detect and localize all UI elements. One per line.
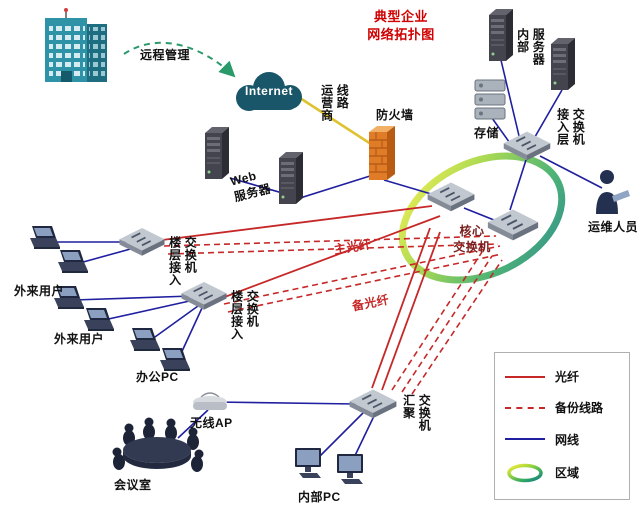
legend-item-zone: 区域	[505, 462, 619, 484]
headquarters-building-icon	[44, 8, 108, 83]
legend-label: 网线	[555, 432, 580, 447]
office-pc-laptop-icon	[130, 328, 160, 351]
ops-staff-icon	[596, 170, 630, 214]
zone-ring	[398, 152, 566, 284]
external-users-label: 外来用户	[54, 332, 105, 346]
external-user-laptop-icon	[58, 250, 88, 273]
network-cable-lines	[50, 55, 603, 467]
wireless-ap-label: 无线AP	[190, 416, 233, 430]
external-user-laptop-icon	[84, 308, 114, 331]
internal-server-icon	[489, 9, 513, 61]
aggregation-switch-icon	[348, 388, 398, 420]
remote-management-label: 远程管理	[140, 48, 191, 62]
fiber-line-sample	[505, 375, 545, 378]
access-layer-switch-label: 接入层 交换机	[555, 108, 586, 146]
web-server-icon	[205, 127, 229, 179]
legend-label: 备份线路	[555, 401, 604, 416]
office-pc-label: 办公PC	[136, 370, 179, 384]
floor-access-switch-label: 楼层接入 交换机	[167, 236, 198, 286]
meeting-room-label: 会议室	[114, 478, 152, 492]
legend-item-fiber: 光纤	[505, 368, 619, 385]
carrier-line	[299, 96, 375, 148]
zone-ring-sample	[507, 463, 543, 483]
floor-access-switch-icon	[118, 227, 166, 257]
external-user-laptop-icon	[30, 226, 60, 249]
internal-server-icon	[551, 38, 575, 90]
legend-item-cable: 网线	[505, 431, 619, 448]
legend-label: 区域	[555, 466, 580, 481]
office-pc-laptop-icon	[160, 348, 190, 371]
firewall-icon	[368, 125, 396, 181]
storage-icon	[474, 79, 506, 120]
carrier-line-label: 运营商 线路	[319, 84, 350, 122]
floor-access-switch-label: 楼层接入 交换机	[229, 290, 260, 340]
legend-item-backup: 备份线路	[505, 399, 619, 416]
cable-line-sample	[505, 438, 545, 441]
internal-pc-label: 内部PC	[298, 490, 341, 504]
floor-access-switch-icon	[180, 281, 228, 311]
internet-label: Internet	[244, 84, 293, 98]
legend-label: 光纤	[555, 370, 580, 385]
web-server-icon	[279, 152, 303, 204]
diagram-title: 典型企业 网络拓扑图	[367, 9, 435, 42]
internal-pc-icon	[337, 454, 363, 484]
backup-fiber-lines	[163, 235, 503, 395]
main-fiber-lines	[161, 205, 441, 391]
firewall-label: 防火墙	[376, 108, 414, 122]
ops-staff-label: 运维人员	[588, 220, 639, 234]
aggregation-switch-label: 汇聚 交换机	[401, 394, 432, 432]
internal-pc-icon	[295, 448, 321, 478]
external-users-label: 外来用户	[14, 284, 65, 298]
core-switch-label: 核心 交换机	[453, 224, 491, 254]
remote-management-arrow	[123, 41, 236, 78]
internal-servers-label: 内部 服务器	[515, 28, 546, 66]
storage-label: 存储	[474, 126, 500, 140]
core-switch-icon	[426, 181, 476, 213]
backup-line-sample	[505, 406, 545, 409]
legend: 光纤 备份线路 网线 区域	[494, 352, 630, 500]
wireless-ap-icon	[192, 392, 228, 411]
